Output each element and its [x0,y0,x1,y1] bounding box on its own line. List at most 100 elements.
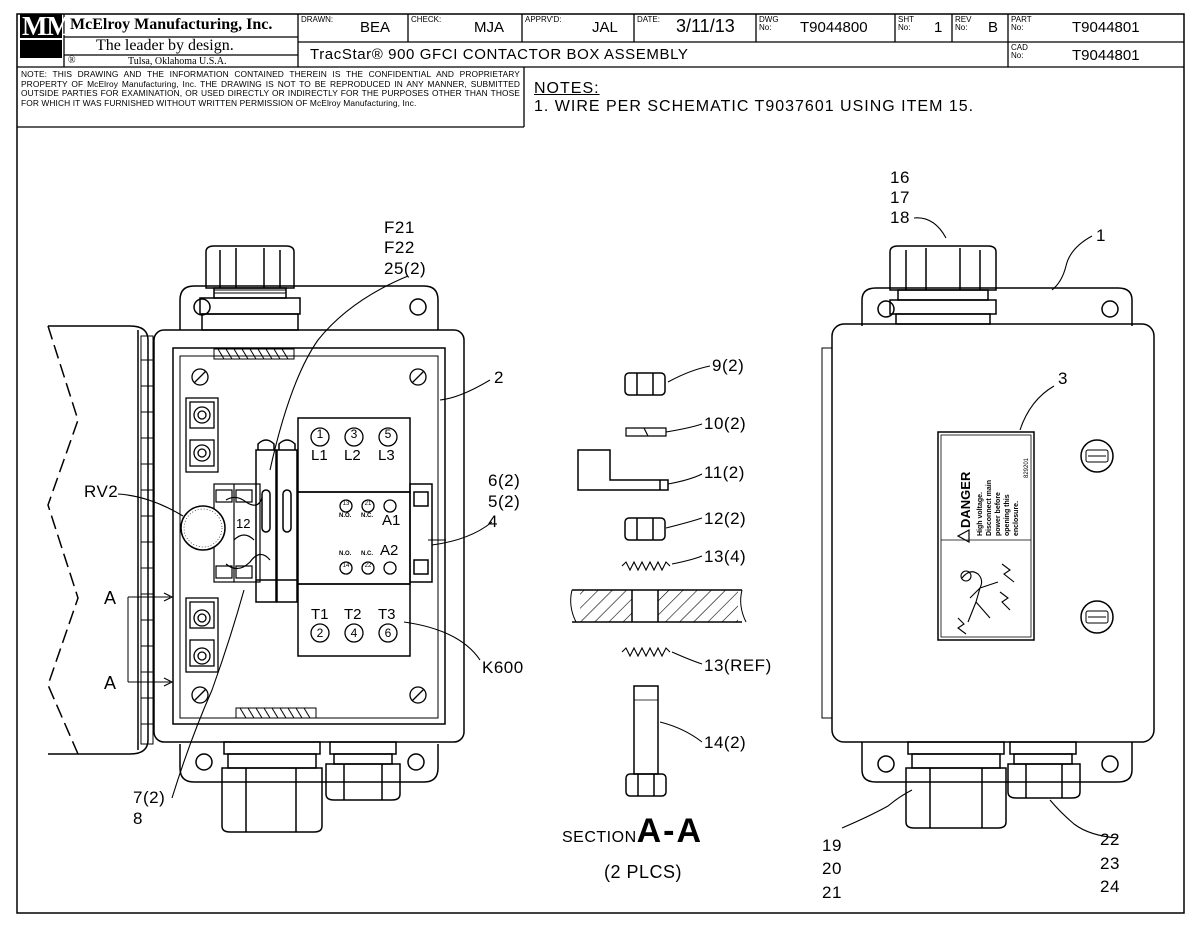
contactor-term-t1: T1 [311,606,329,623]
section-aa-exploded [570,372,747,797]
date-value: 3/11/13 [676,16,735,36]
panel-screws [191,368,427,704]
callout-21: 21 [822,883,842,902]
contactor-term-l1: L1 [311,447,328,464]
contactor-aux-21: 21 [364,501,372,507]
drawn-value: BEA [360,19,391,36]
danger-label [937,431,1035,641]
contactor-labels: 1 3 5 L1 L2 L3 13 21 N.O. N.C. A1 N.O. N… [298,418,410,656]
callout-25: 25(2) [384,259,427,278]
contactor-aux-22: 22 [364,563,372,569]
callout-12: 12(2) [704,509,747,528]
callout-16: 16 [890,168,910,187]
sht-label: SHT No: [898,15,914,32]
danger-line-2: Disconnect main [986,480,993,536]
hinge-right [821,347,833,719]
section-marker-a-bottom: A [104,673,117,693]
fuse-holder-f22 [276,439,298,603]
contactor-aux2-nc: N.C. [361,551,373,557]
callout-6: 6(2) [488,471,521,490]
company-logo: MMI [20,11,81,67]
mounting-tab-bottom-right [861,742,1133,783]
leader-lines-middle [659,365,711,743]
callout-24: 24 [1100,877,1120,896]
contactor-term-t3: T3 [378,606,396,623]
danger-figure [957,563,1015,635]
callout-13-ref: 13(REF) [704,656,772,675]
contactor-aux1-no: N.O. [339,513,352,519]
cover-latch-upper [1080,439,1114,473]
company-location: Tulsa, Oklahoma U.S.A. [128,56,227,67]
contactor-coil-a1: A1 [382,512,401,529]
callout-20: 20 [822,859,842,878]
mounting-tab-bottom [179,744,439,783]
apprvd-label: APPRV'D: [525,15,562,24]
callout-10: 10(2) [704,414,747,433]
terminal-strip-label: 12 [236,516,251,531]
bracket-11 [577,449,669,491]
knockout-top [213,348,295,360]
title-block-grid [17,14,1184,128]
mounting-tab-top-right [861,287,1133,326]
contactor-term-l3: L3 [378,447,395,464]
callout-3: 3 [1058,369,1068,388]
contactor-num-6: 6 [384,626,392,640]
callout-11: 11(2) [704,463,745,482]
callout-23: 23 [1100,854,1120,873]
contactor-aux-13: 13 [342,501,350,507]
callout-22: 22 [1100,830,1120,849]
contactor-aux2-no: N.O. [339,551,352,557]
date-label: DATE: [637,15,660,24]
sht-value: 1 [934,19,943,36]
cable-gland-bottom-right-right [1007,741,1081,799]
drawing-title: TracStar® 900 GFCI CONTACTOR BOX ASSEMBL… [310,46,689,63]
contactor-term-t2: T2 [344,606,362,623]
callout-1: 1 [1096,226,1106,245]
callout-17: 17 [890,188,910,207]
callout-f21: F21 [384,218,415,237]
panel-section [570,589,747,623]
callout-rv2: RV2 [84,482,119,501]
callout-19: 19 [822,836,842,855]
callout-2: 2 [494,368,504,387]
cable-gland-bottom-right [325,741,401,801]
part-value: T9044801 [1072,19,1140,36]
leader-lines-right [841,217,1119,839]
danger-heading: DANGER [958,471,973,528]
callout-9: 9(2) [712,356,745,375]
callout-8: 8 [133,809,143,828]
callout-k600: K600 [482,658,524,677]
confidential-note: NOTE: THIS DRAWING AND THE INFORMATION C… [21,70,520,108]
door-outline [48,325,149,755]
section-prefix: SECTION [562,829,637,846]
cover-latch-lower [1080,600,1114,634]
contactor-term-l2: L2 [344,447,361,464]
callout-14: 14(2) [704,733,747,752]
hinge [140,335,154,745]
registered-mark: ® [68,55,76,66]
cad-value: T9044801 [1072,47,1140,64]
check-label: CHECK: [411,15,442,24]
bolt-14 [625,685,667,797]
danger-code: 829201 [1024,457,1030,478]
danger-line-3: power before [995,492,1002,536]
callout-7: 7(2) [133,788,166,807]
drawn-label: DRAWN: [301,15,334,24]
part-label: PART No: [1011,15,1032,32]
callout-18: 18 [890,208,910,227]
section-title: SECTIONA-A [562,812,703,851]
contactor-num-4: 4 [350,626,358,640]
mounting-tab-top [179,285,439,330]
cable-gland-bottom-left [221,741,323,833]
lock-washer-10 [625,427,667,437]
rev-label: REV No: [955,15,972,32]
dwg-value: T9044800 [800,19,868,36]
terminal-lugs-upper [185,397,219,473]
hex-nut-9 [624,372,666,396]
danger-line-4: opening this [1004,494,1011,536]
cable-gland-top [199,245,301,331]
washer-13-top [621,560,671,572]
cad-label: CAD No: [1011,43,1028,60]
leader-lines-left [117,275,493,799]
rev-value: B [988,19,999,36]
